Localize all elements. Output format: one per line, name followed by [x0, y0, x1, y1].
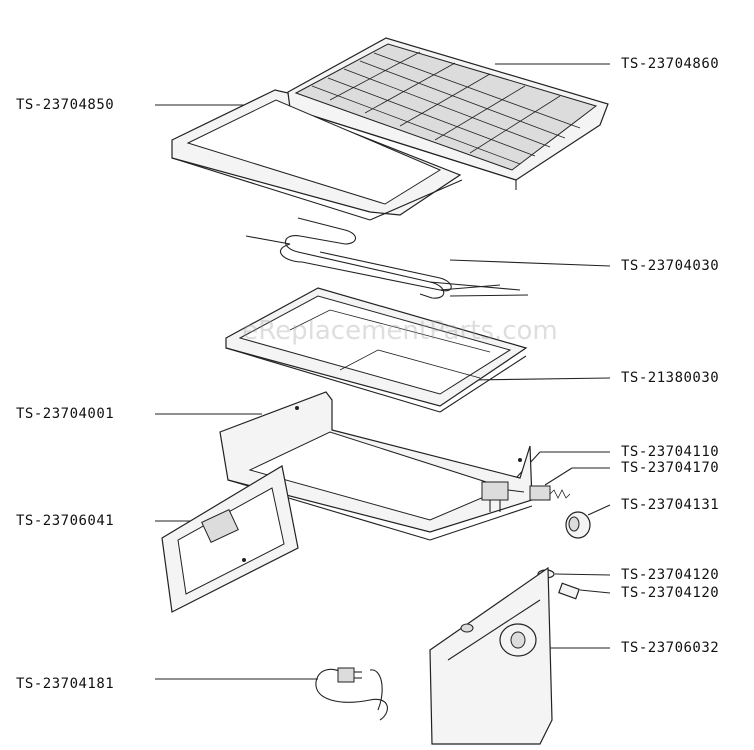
- drip-tray-frame-drawing: [171, 89, 463, 221]
- part-label-reflector-tray: TS-21380030: [621, 370, 720, 386]
- watermark: eReplacementParts.com: [242, 316, 558, 346]
- part-label-grill-grid: TS-23704860: [621, 56, 720, 72]
- heating-element-drawing: [245, 217, 529, 299]
- part-label-side-panel-left: TS-23706041: [16, 513, 115, 529]
- lamp-holder-drawing: [558, 582, 580, 600]
- part-label-drip-tray-frame: TS-23704850: [16, 97, 115, 113]
- part-label-heating-element: TS-23704030: [621, 258, 720, 274]
- side-panel-right-drawing: [429, 566, 553, 745]
- part-label-base-housing: TS-23704001: [16, 406, 115, 422]
- thermostat-spring-drawing: [529, 485, 571, 501]
- side-panel-left-drawing: [161, 465, 299, 613]
- thermostat-drawing: [481, 481, 525, 512]
- part-label-lamp-holder: TS-23704120: [621, 585, 720, 601]
- power-cord-drawing: [315, 667, 388, 721]
- part-label-indicator-lamp: TS-23704120: [621, 567, 720, 583]
- part-label-power-cord: TS-23704181: [16, 676, 115, 692]
- reflector-tray-drawing: [225, 287, 528, 413]
- control-knob-drawing: [565, 511, 591, 539]
- part-label-control-knob: TS-23704131: [621, 497, 720, 513]
- part-label-thermostat-spring: TS-23704170: [621, 460, 720, 476]
- part-label-side-panel-right: TS-23706032: [621, 640, 720, 656]
- part-label-thermostat: TS-23704110: [621, 444, 720, 460]
- grill-grid-drawing: [287, 37, 609, 190]
- base-housing-drawing: [219, 391, 533, 541]
